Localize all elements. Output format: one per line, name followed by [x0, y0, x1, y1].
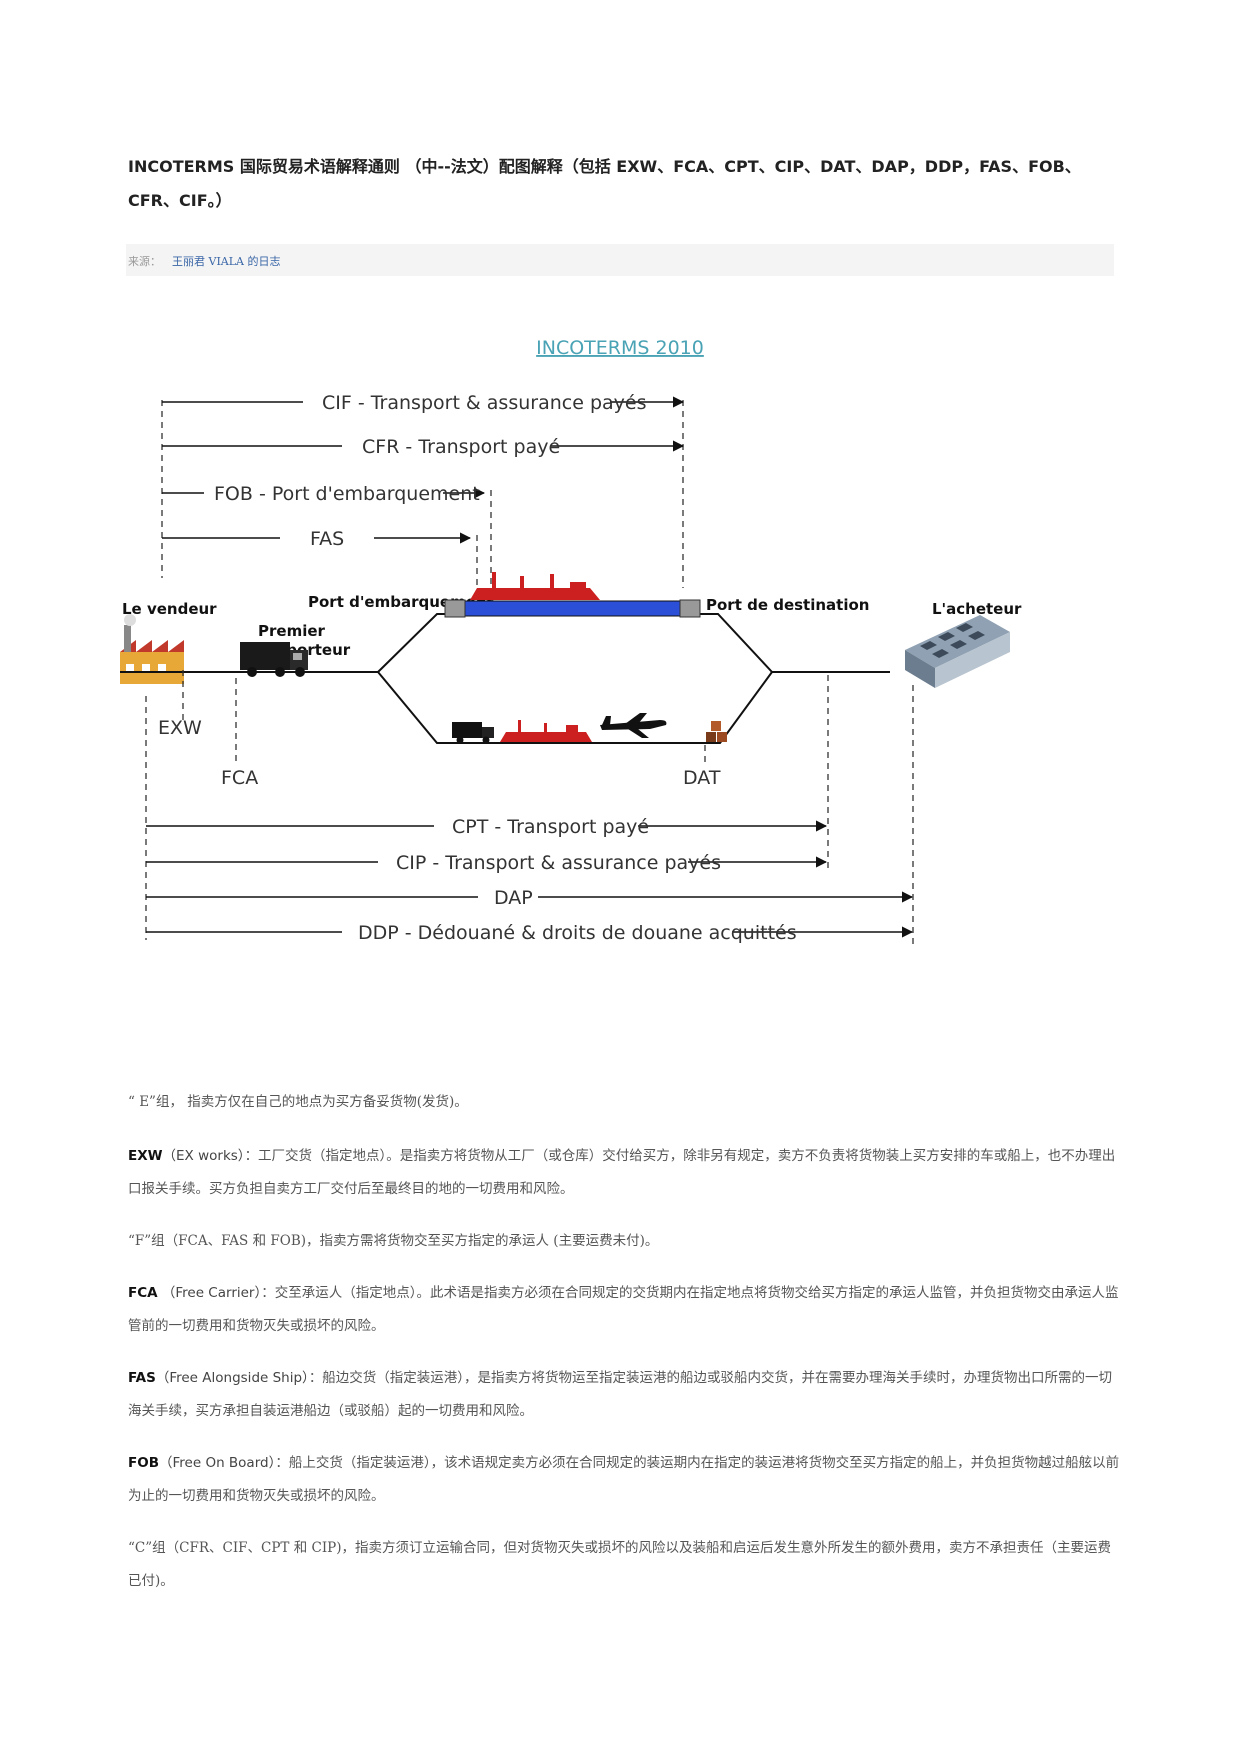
source-link[interactable]: 王丽君 VIALA 的日志	[172, 255, 281, 268]
cargo-boxes-icon	[706, 721, 727, 742]
paragraph-text: “F”组（FCA、FAS 和 FOB)，指卖方需将货物交至买方指定的承运人 (主…	[128, 1233, 659, 1249]
small-truck-icon	[452, 722, 494, 744]
airplane-icon	[600, 713, 667, 738]
source-bar: 来源： 王丽君 VIALA 的日志	[126, 244, 1114, 276]
sea-route	[458, 600, 689, 617]
cpt-label: CPT - Transport payé	[452, 816, 649, 838]
factory-icon	[120, 614, 184, 684]
small-ship-icon	[500, 720, 592, 742]
fob-label: FOB - Port d'embarquement	[214, 483, 480, 505]
first-carrier-label-1: Premier	[258, 622, 326, 640]
paragraph-exw: EXW（EX works）：工厂交货（指定地点）。是指卖方将货物从工厂（或仓库）…	[128, 1140, 1123, 1206]
term-english: （EX works）	[162, 1148, 245, 1164]
cfr-label: CFR - Transport payé	[362, 436, 560, 458]
cif-label: CIF - Transport & assurance payés	[322, 392, 646, 414]
truck-icon	[240, 642, 308, 677]
destination-dock	[679, 599, 701, 618]
port-destination-label: Port de destination	[706, 596, 869, 614]
term-english: （Free Alongside Ship）	[155, 1370, 309, 1386]
loading-dock	[444, 599, 466, 618]
paragraph-text: ：工厂交货（指定地点）。是指卖方将货物从工厂（或仓库）交付给买方，除非另有规定，…	[128, 1148, 1116, 1197]
paragraph-e-group: “ E”组， 指卖方仅在自己的地点为买方备妥货物(发货)。	[128, 1086, 1123, 1119]
diagram-heading: INCOTERMS 2010	[536, 337, 704, 359]
ddp-label: DDP - Dédouané & droits de douane acquit…	[358, 922, 797, 944]
exw-label: EXW	[158, 717, 202, 739]
term-label: FOB	[128, 1455, 159, 1471]
paragraph-text: “ E”组， 指卖方仅在自己的地点为买方备妥货物(发货)。	[128, 1094, 468, 1110]
fca-label: FCA	[221, 767, 258, 789]
paragraph-text: ：船边交货（指定装运港），是指卖方将货物运至指定装运港的船边或驳船内交货，并在需…	[128, 1370, 1113, 1419]
page-title: INCOTERMS 国际贸易术语解释通则 （中--法文）配图解释（包括 EXW、…	[128, 157, 1081, 210]
fas-label: FAS	[310, 528, 344, 550]
warehouse-icon	[905, 615, 1010, 688]
paragraph-fob: FOB（Free On Board）：船上交货（指定装运港），该术语规定卖方必须…	[128, 1447, 1123, 1513]
incoterms-diagram: INCOTERMS 2010 CIF - Transport & assuran…	[120, 320, 1140, 1060]
paragraph-fas: FAS（Free Alongside Ship）：船边交货（指定装运港），是指卖…	[128, 1362, 1123, 1428]
source-label: 来源：	[128, 255, 161, 268]
term-label: EXW	[128, 1148, 163, 1164]
term-label: FCA	[128, 1285, 158, 1301]
seller-label: Le vendeur	[122, 600, 217, 618]
paragraph-fca: FCA （Free Carrier）：交至承运人（指定地点）。此术语是指卖方必须…	[128, 1277, 1123, 1343]
paragraph-c-group: “C”组（CFR、CIF、CPT 和 CIP)，指卖方须订立运输合同，但对货物灭…	[128, 1532, 1123, 1598]
term-label: FAS	[128, 1370, 156, 1386]
paragraph-text: ：交至承运人（指定地点）。此术语是指卖方必须在合同规定的交货期内在指定地点将货物…	[128, 1285, 1119, 1334]
paragraph-text: ：船上交货（指定装运港），该术语规定卖方必须在合同规定的装运期内在指定的装运港将…	[128, 1455, 1120, 1504]
dap-label: DAP	[494, 887, 533, 909]
cip-label: CIP - Transport & assurance payés	[396, 852, 721, 874]
dat-label: DAT	[683, 767, 721, 789]
paragraph-f-group: “F”组（FCA、FAS 和 FOB)，指卖方需将货物交至买方指定的承运人 (主…	[128, 1225, 1123, 1258]
cargo-ship-icon	[470, 572, 600, 600]
paragraph-text: “C”组（CFR、CIF、CPT 和 CIP)，指卖方须订立运输合同，但对货物灭…	[128, 1540, 1112, 1589]
buyer-label: L'acheteur	[932, 600, 1022, 618]
term-english: （Free Carrier）	[157, 1285, 262, 1301]
term-english: （Free On Board）	[159, 1455, 276, 1471]
